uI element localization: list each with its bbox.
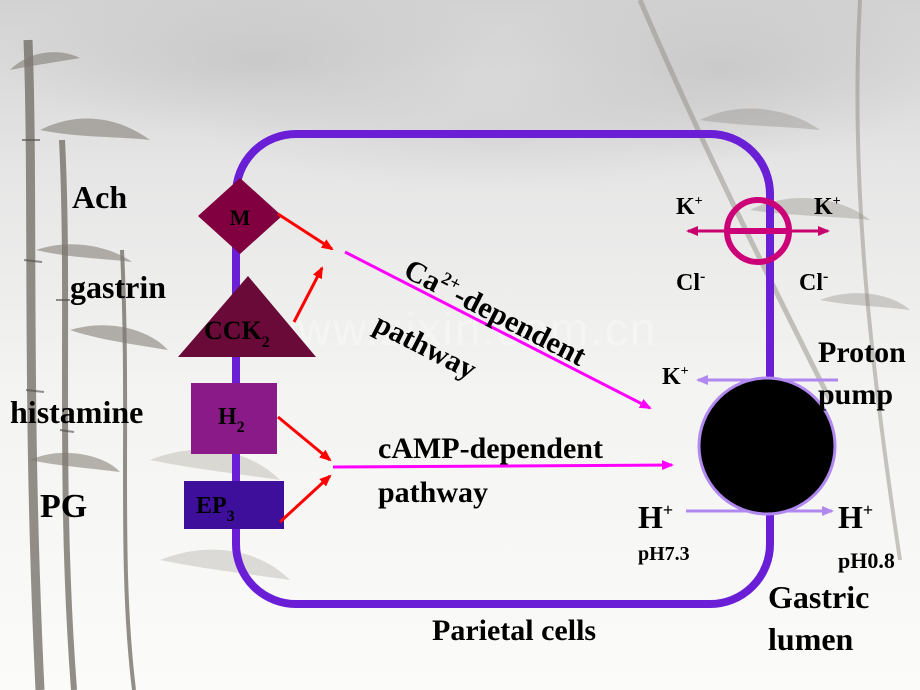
k-pump-label: K+: [662, 364, 689, 390]
h-lumen-label: H+: [838, 499, 873, 535]
k-cl-channel: [686, 197, 830, 265]
gastric-lumen-label-line1: Gastric: [768, 579, 869, 615]
k-right-main: K: [814, 194, 833, 220]
k-left-main: K: [676, 194, 695, 220]
ep3-sub: 3: [227, 508, 235, 525]
cl-right-sup: -: [823, 268, 828, 285]
h2-receptor: H2: [191, 383, 277, 454]
cck2-receptor: CCK2: [178, 276, 316, 357]
h-cell-main: H: [638, 499, 663, 535]
k-left-label: K+: [676, 194, 703, 220]
h-cell-sup: +: [663, 500, 673, 520]
k-right-sup: +: [833, 194, 841, 209]
parietal-cells-label: Parietal cells: [432, 614, 596, 647]
h2-sub: 2: [237, 419, 245, 436]
h-lumen-main: H: [838, 499, 863, 535]
ep3-receptor-label: EP3: [196, 493, 235, 525]
histamine-label: histamine: [10, 394, 143, 430]
cl-left-main: Cl: [676, 270, 700, 296]
ca-pathway-arrow: [344, 250, 652, 410]
cck2-sub: 2: [262, 334, 270, 351]
gastric-lumen-label-line2: lumen: [768, 621, 854, 657]
h-lumen-sup: +: [863, 500, 873, 520]
m-arrow: [277, 212, 334, 251]
cl-left-label: Cl-: [676, 268, 705, 296]
camp-pathway-label-line2: pathway: [378, 476, 488, 509]
cl-left-sup: -: [700, 268, 705, 285]
cck2-receptor-label: CCK2: [204, 316, 270, 351]
cck2-main: CCK: [204, 316, 263, 345]
k-left-sup: +: [695, 194, 703, 209]
proton-pump: [686, 375, 838, 516]
parietal-cell-membrane: [232, 130, 774, 608]
ep3-arrow: [278, 474, 332, 524]
ph-cell-label: pH7.3: [638, 543, 690, 565]
camp-pathway-label-line1: cAMP-dependent: [378, 432, 603, 465]
proton-pump-label-line1: Proton: [818, 336, 906, 369]
h2-receptor-label: H2: [218, 404, 245, 436]
pg-label: PG: [40, 488, 87, 525]
proton-pump-label-line2: pump: [818, 378, 893, 411]
h2-main: H: [218, 404, 237, 430]
k-right-label: K+: [814, 194, 841, 220]
k-pump-main: K: [662, 364, 681, 390]
receptor-arrows: [277, 212, 334, 524]
ph-lumen-label: pH0.8: [838, 548, 895, 573]
camp-pathway-arrow: [332, 460, 674, 471]
k-pump-sup: +: [681, 364, 689, 379]
ep3-main: EP: [196, 493, 227, 519]
gastrin-label: gastrin: [70, 269, 166, 305]
h2-arrow: [277, 415, 332, 462]
cck2-arrow: [292, 266, 324, 323]
m-receptor: M: [198, 178, 282, 254]
ep3-receptor: EP3: [184, 481, 284, 529]
h-cell-label: H+: [638, 499, 673, 535]
cl-right-main: Cl: [799, 270, 823, 296]
m-receptor-label: M: [230, 205, 251, 230]
ach-label: Ach: [72, 179, 127, 215]
cl-right-label: Cl-: [799, 268, 828, 296]
